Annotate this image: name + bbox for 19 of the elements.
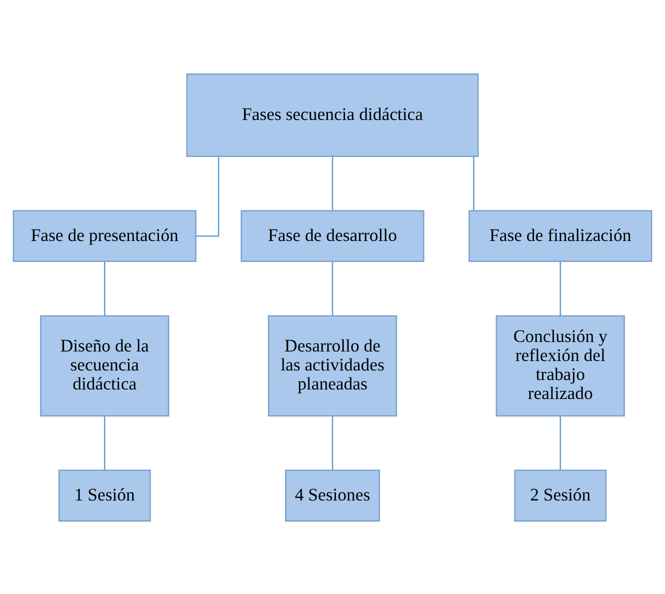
connector [560, 261, 561, 316]
node-box: 2 Sesión [514, 469, 607, 522]
node-box: Fase de presentación [12, 210, 196, 262]
connector [104, 416, 106, 470]
connector [196, 156, 220, 236]
connector [332, 261, 334, 316]
node-box: Diseño de la secuencia didáctica [40, 314, 170, 416]
connector [104, 261, 106, 316]
connector [332, 416, 334, 470]
connector [473, 156, 474, 210]
connector [332, 156, 334, 210]
node-box: Fase de finalización [468, 210, 652, 262]
node-box: Conclusión y reflexión del trabajo realizado [496, 314, 625, 416]
node-box: 4 Sesiones [285, 469, 380, 522]
node-box: Fases secuencia didáctica [186, 72, 479, 156]
node-box: 1 Sesión [58, 469, 151, 522]
node-box: Fase de desarrollo [240, 210, 424, 262]
connector [560, 416, 561, 470]
node-box: Desarrollo de las actividades planeadas [268, 314, 398, 416]
